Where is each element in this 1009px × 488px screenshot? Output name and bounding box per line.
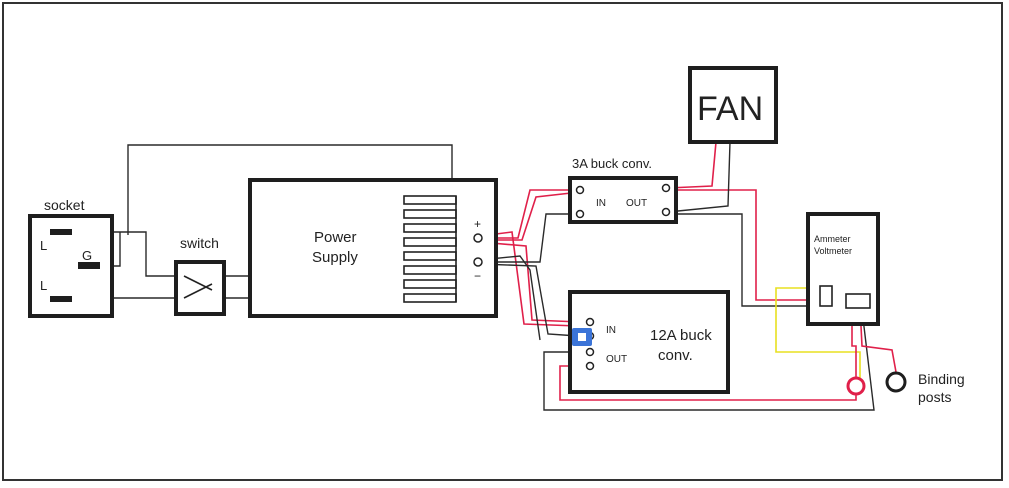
wire-12a-out-minus-to-post xyxy=(543,309,875,411)
buck-3a-out-minus xyxy=(661,207,671,217)
wire-psu-minus-to-3a xyxy=(480,213,580,263)
fan: FAN xyxy=(688,66,778,144)
socket-pin-g-label: G xyxy=(82,248,92,263)
buck-3a-out-plus xyxy=(661,183,671,193)
socket: socket L G L xyxy=(28,197,114,318)
socket-pin-l-top-label: L xyxy=(40,238,47,253)
buck-3a-in-plus xyxy=(575,185,585,195)
wire-yellow-sense xyxy=(775,287,861,382)
wire-psu-minus-to-12a-b xyxy=(479,255,541,341)
meter-title-line2: Voltmeter xyxy=(814,246,852,256)
wire-3a-out-plus-to-meter xyxy=(668,189,822,301)
meter-connector-left xyxy=(819,285,833,307)
socket-pin-g xyxy=(78,262,100,269)
wire-psu-minus-to-12a xyxy=(479,263,579,337)
buck-12a-in-plus xyxy=(585,317,595,327)
buck-12a-in-label: IN xyxy=(606,325,616,336)
power-supply-title-line1: Power xyxy=(314,229,357,246)
buck-12a-out-label: OUT xyxy=(606,354,627,365)
fan-body xyxy=(688,66,778,144)
binding-post-red xyxy=(846,376,866,396)
wire-psu-plus-to-3a xyxy=(480,189,580,239)
power-supply: Power Supply + − xyxy=(248,178,498,318)
buck-12a-body xyxy=(568,290,730,394)
switch-title: switch xyxy=(180,235,219,251)
wire-socket-to-psu-top xyxy=(127,144,453,235)
buck-12a: 12A buck conv. IN OUT xyxy=(568,290,730,394)
buck-3a-in-label: IN xyxy=(596,198,606,209)
buck-12a-out-minus xyxy=(585,347,595,357)
power-supply-terminal-minus xyxy=(473,257,483,267)
ammeter-voltmeter: Ammeter Voltmeter xyxy=(806,212,880,326)
switch-contact-2 xyxy=(183,283,213,299)
binding-posts-label-line1: Binding xyxy=(918,371,965,387)
power-supply-plus-label: + xyxy=(474,217,481,231)
switch-body xyxy=(174,260,226,316)
wire-3a-out-plus-to-fan xyxy=(667,141,717,189)
binding-posts: Binding posts xyxy=(846,371,965,405)
wire-3a-out-minus-to-fan xyxy=(667,141,731,213)
socket-title: socket xyxy=(44,197,85,213)
buck-3a: 3A buck conv. IN OUT xyxy=(568,156,678,224)
binding-post-black xyxy=(885,371,907,393)
wire-psu-plus-to-3a-b xyxy=(480,191,581,241)
binding-posts-label-line2: posts xyxy=(918,389,951,405)
switch-contact-1 xyxy=(183,275,213,291)
buck-3a-body xyxy=(568,176,678,224)
buck-12a-title-line2: conv. xyxy=(658,347,693,364)
buck-12a-title-line1: 12A buck xyxy=(650,327,712,344)
power-supply-heatsink xyxy=(403,195,457,303)
buck-3a-out-label: OUT xyxy=(626,198,647,209)
wires xyxy=(103,141,897,411)
power-supply-title-line2: Supply xyxy=(312,249,358,266)
buck-3a-title: 3A buck conv. xyxy=(572,156,652,171)
wire-psu-plus-to-12a xyxy=(479,241,581,323)
buck-3a-in-minus xyxy=(575,209,585,219)
socket-pin-l-top xyxy=(50,229,72,235)
translate-badge-glyph xyxy=(578,333,586,341)
wire-3a-out-minus-to-meter xyxy=(668,213,822,307)
socket-pin-l-bottom xyxy=(50,296,72,302)
meter-connector-right xyxy=(845,293,871,309)
power-supply-terminal-plus xyxy=(473,233,483,243)
fan-title: FAN xyxy=(697,90,763,128)
meter-title-line1: Ammeter xyxy=(814,234,851,244)
socket-pin-l-bottom-label: L xyxy=(40,278,47,293)
power-supply-body xyxy=(248,178,498,318)
power-supply-minus-label: − xyxy=(474,269,481,283)
buck-12a-out-plus xyxy=(585,361,595,371)
